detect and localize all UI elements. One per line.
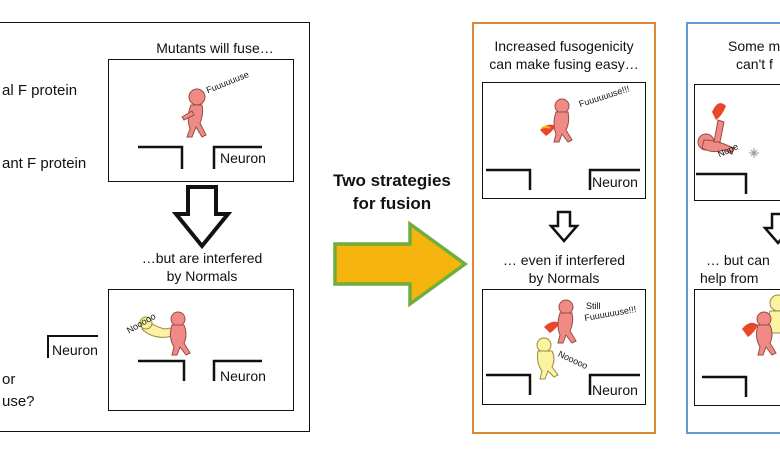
label-mutant-f-protein: ant F protein [2, 155, 87, 172]
orange-bottom-speech-still: Still [586, 301, 601, 311]
neuron-outside-label: Neuron [52, 342, 98, 358]
left-middle-caption-2: by Normals [166, 268, 238, 284]
orange-caption-2: can make fusing easy… [489, 56, 639, 72]
mutant-figure-blue [697, 119, 735, 155]
mutant-figure-blue-bottom [755, 311, 777, 356]
orange-top-panel-art [486, 98, 640, 190]
blue-bottom-panel-art [702, 294, 780, 397]
orange-top-neuron-label: Neuron [592, 174, 638, 190]
label-normal-f-protein: al F protein [2, 82, 78, 99]
flame-icon [540, 124, 556, 136]
left-top-panel-art [138, 88, 262, 169]
orange-caption-1: Increased fusogenicity [494, 38, 634, 54]
mutant-figure-fired [553, 98, 573, 143]
neuron-outside-shape [47, 335, 98, 358]
down-arrow-small-blue [762, 212, 780, 245]
sparkle-icon [749, 148, 759, 158]
mutant-figure [181, 88, 207, 138]
flame-icon-blue-bottom [742, 322, 758, 337]
left-bottom-panel-art [138, 311, 262, 381]
strategies-title-line1: Two strategies [333, 171, 451, 190]
left-top-caption: Mutants will fuse… [156, 40, 274, 56]
left-middle-caption-1: …but are interfered [141, 250, 263, 266]
blue-middle-caption-1: … but can [706, 252, 770, 268]
orange-bottom-panel-art [486, 299, 640, 395]
blue-middle-caption-2: help from [700, 270, 759, 286]
left-top-neuron-label: Neuron [220, 150, 266, 166]
orange-middle-caption-2: by Normals [528, 270, 600, 286]
bottom-question-line1: or [2, 371, 16, 388]
normal-figure-orange [536, 337, 559, 380]
orange-bottom-neuron-label: Neuron [592, 382, 638, 398]
flame-icon-bottom [544, 321, 560, 333]
strategies-title-line2: for fusion [352, 194, 432, 213]
blue-top-panel-art [696, 103, 759, 194]
blue-caption-1: Some m [728, 38, 780, 54]
bottom-question-line2: use? [2, 393, 35, 410]
down-arrow-large [171, 185, 233, 250]
orange-section-frame [472, 22, 656, 434]
mutant-figure-orange-bottom [557, 299, 577, 344]
orange-middle-caption-1: … even if interfered [502, 252, 626, 268]
blue-caption-2: can't f [736, 56, 773, 72]
flame-icon-blue [712, 103, 726, 120]
left-section-frame [0, 22, 310, 432]
mutant-figure-bottom [169, 311, 191, 356]
down-arrow-small-orange [548, 210, 580, 243]
left-bottom-neuron-label: Neuron [220, 368, 266, 384]
right-arrow-large [333, 220, 468, 308]
blue-section-frame [686, 22, 780, 434]
left-bottom-panel [108, 289, 294, 411]
